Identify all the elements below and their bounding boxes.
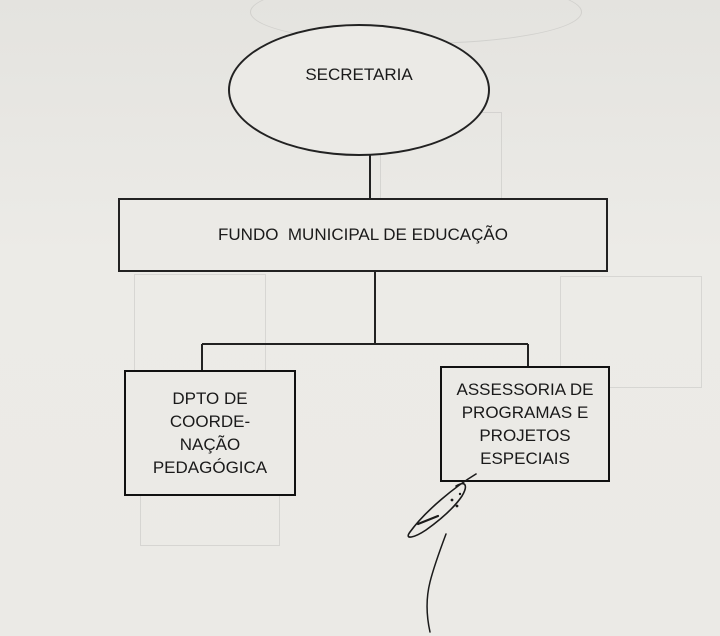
node-secretaria: SECRETARIA <box>228 24 490 156</box>
node-secretaria-label: SECRETARIA <box>305 65 413 84</box>
bleed-through-box <box>560 276 702 388</box>
node-dpto-line: NAÇÃO <box>179 435 241 454</box>
node-assessoria-line: ASSESSORIA DE <box>456 380 594 399</box>
node-assessoria-line: PROGRAMAS E <box>461 403 589 422</box>
node-dpto-line: PEDAGÓGICA <box>152 458 268 477</box>
node-fundo-municipal: FUNDO MUNICIPAL DE EDUCAÇÃO <box>118 198 608 272</box>
node-fundo-municipal-label: FUNDO MUNICIPAL DE EDUCAÇÃO <box>218 225 508 244</box>
handwritten-signature <box>407 473 477 633</box>
node-dpto-line: COORDE- <box>169 412 251 431</box>
node-dpto-line: DPTO DE <box>172 389 248 408</box>
node-assessoria-line: PROJETOS <box>479 426 571 445</box>
node-assessoria-line: ESPECIAIS <box>480 449 570 468</box>
node-assessoria: ASSESSORIA DE PROGRAMAS E PROJETOS ESPEC… <box>440 366 610 482</box>
node-dpto-coordenacao: DPTO DE COORDE- NAÇÃO PEDAGÓGICA <box>124 370 296 496</box>
